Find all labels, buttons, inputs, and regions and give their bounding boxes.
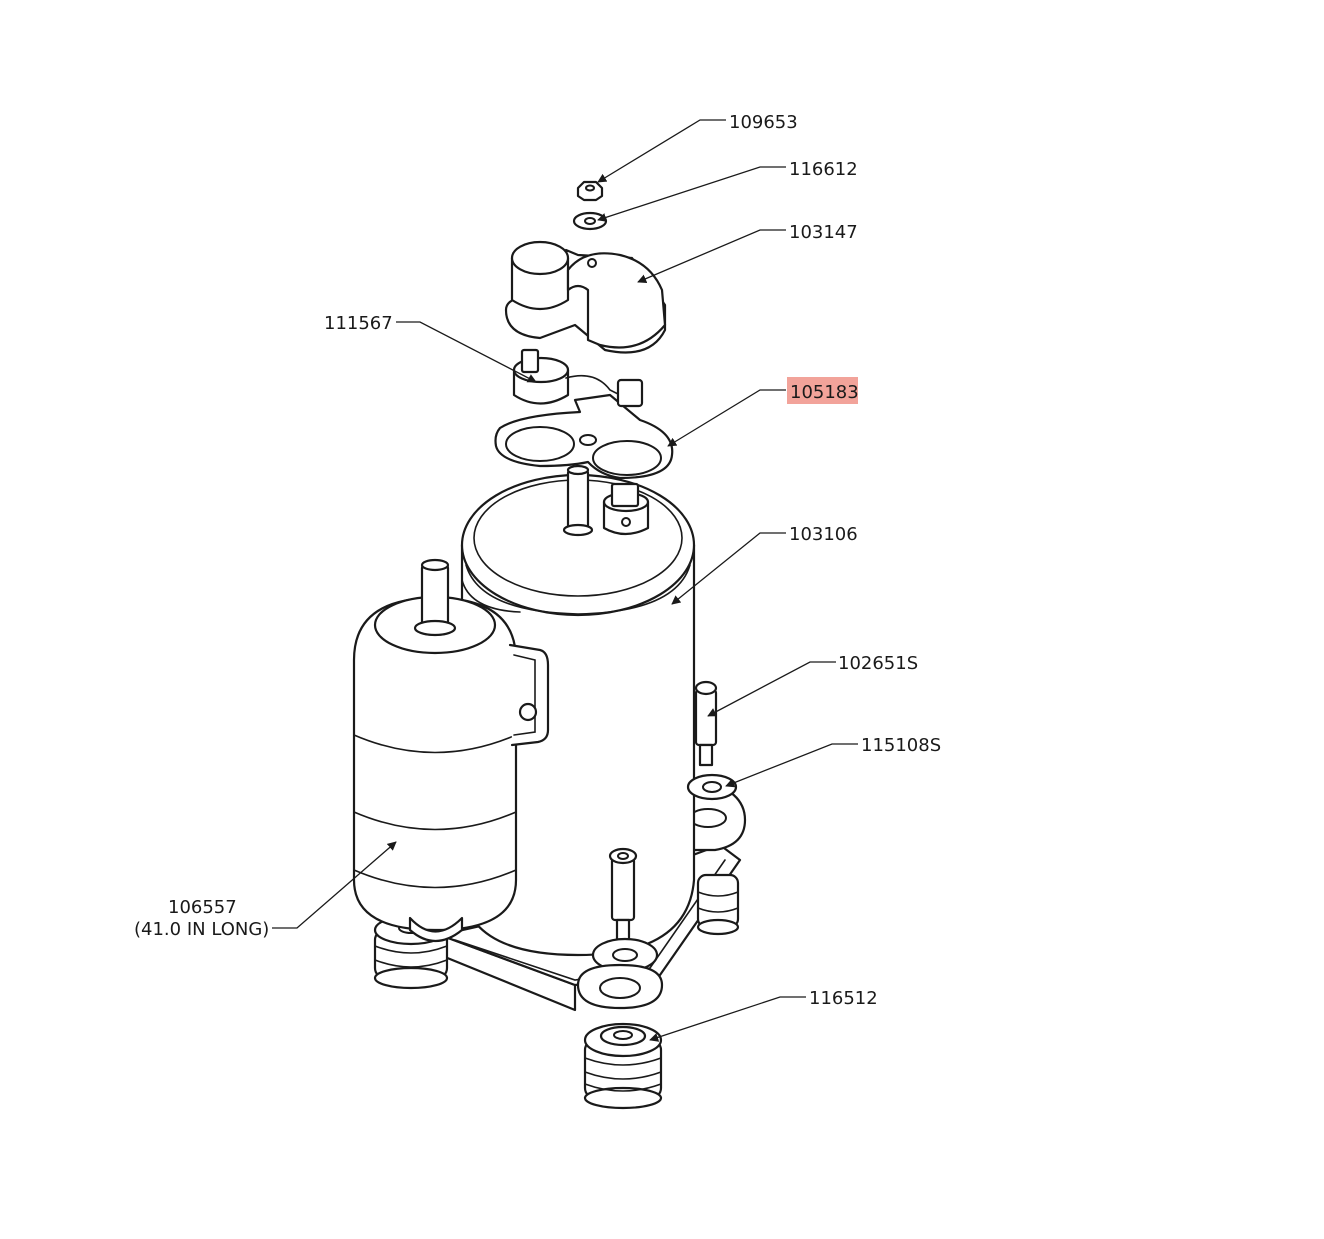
hex-nut: [576, 180, 604, 202]
callout-103147: 103147: [789, 222, 858, 243]
callout-103106: 103106: [789, 524, 858, 545]
terminal-cover: [504, 240, 667, 354]
rubber-grommet-front: [583, 1022, 663, 1110]
leader-lines: [272, 119, 858, 1042]
rubber-grommet-right: [696, 873, 740, 936]
side-washer: [686, 773, 738, 801]
callout-105183[interactable]: 105183: [790, 382, 859, 403]
suction-tube-stub: [562, 464, 594, 537]
callout-109653: 109653: [729, 112, 798, 133]
accumulator-bracket: [508, 643, 550, 747]
gasket: [494, 393, 674, 480]
callout-106557-note: (41.0 IN LONG): [134, 919, 269, 940]
accumulator: [352, 558, 518, 943]
terminal-block: [602, 482, 650, 536]
front-mount-ring: [576, 963, 664, 1010]
callout-highlight: [787, 377, 858, 404]
callout-116612: 116612: [789, 159, 858, 180]
small-washer: [572, 211, 608, 231]
callout-115108s: 115108S: [861, 735, 941, 756]
callout-106557: 106557: [168, 897, 237, 918]
front-bolt: [608, 847, 638, 944]
callout-116512: 116512: [809, 988, 878, 1009]
thermal-protector: [512, 348, 644, 408]
side-bolt: [694, 680, 718, 767]
callout-111567: 111567: [324, 313, 393, 334]
callout-102651s: 102651S: [838, 653, 918, 674]
